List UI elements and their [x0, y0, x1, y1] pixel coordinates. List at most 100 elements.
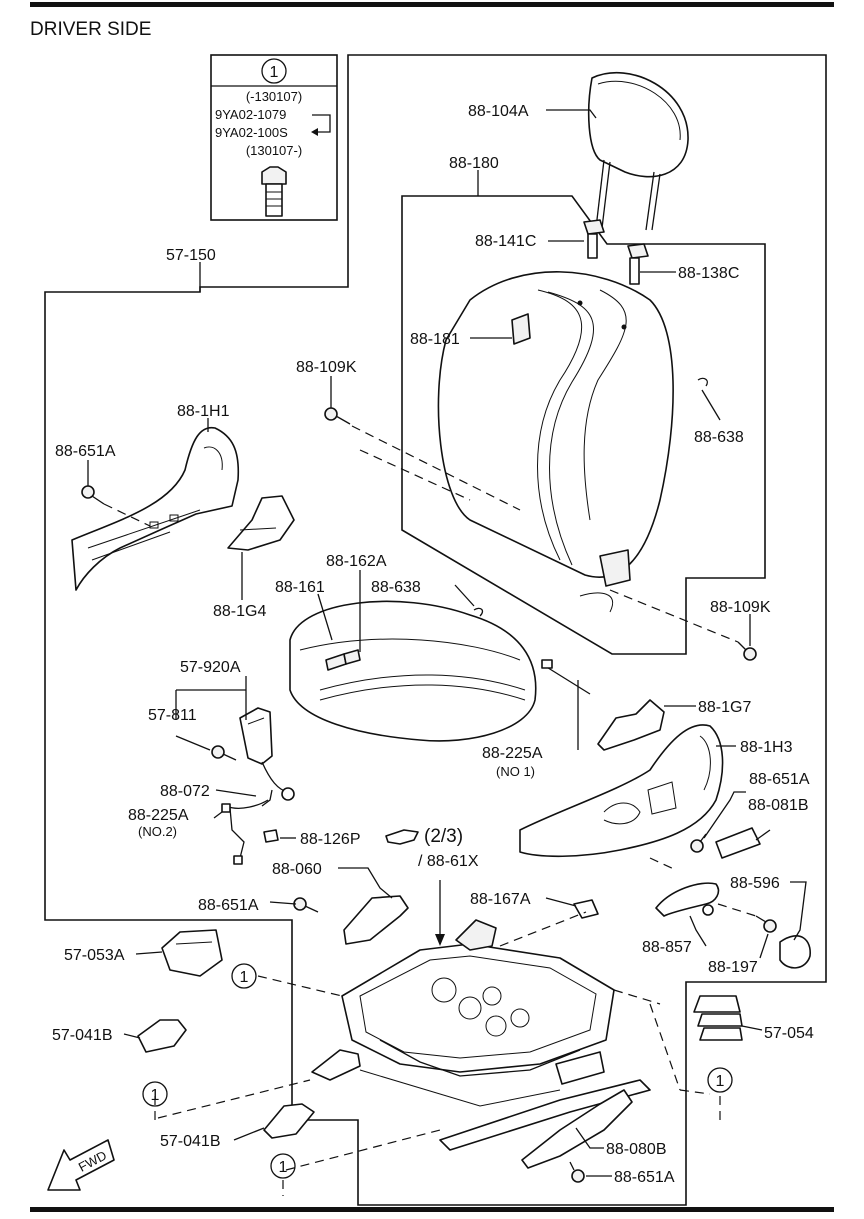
label-88-180: 88-180	[449, 155, 499, 172]
label-88-225a-2-note: (NO.2)	[138, 824, 177, 839]
seatback-outline	[401, 195, 766, 655]
label-88-126p: 88-126P	[300, 831, 361, 848]
label-88-162a: 88-162A	[326, 553, 387, 570]
inset-line-3: 9YA02-100S	[215, 125, 288, 140]
label-88-181: 88-181	[410, 331, 460, 348]
label-88-61x: / 88-61X	[418, 853, 479, 870]
ref-circle-icon	[261, 58, 287, 84]
assembly-outline	[44, 54, 827, 1206]
top-rule	[30, 2, 834, 7]
bolt-197-icon	[755, 915, 777, 933]
label-88-1g7: 88-1G7	[698, 699, 751, 716]
side-shield-left-part	[71, 426, 240, 591]
cover-060-part	[343, 895, 409, 945]
fwd-arrow-icon: FWD	[47, 1139, 115, 1191]
label-57-811: 57-811	[148, 707, 197, 724]
clip-126p-icon	[263, 829, 279, 843]
label-57-920a: 57-920A	[180, 659, 241, 676]
ref-circle-1-c: 1	[270, 1153, 296, 1179]
leader-lines	[87, 109, 807, 1177]
label-88-138c: 88-138C	[678, 265, 739, 282]
clip-638-right-icon	[697, 377, 708, 387]
label-88-141c: 88-141C	[475, 233, 536, 250]
bracket-1g4-part	[227, 495, 295, 551]
label-88-651a-left: 88-651A	[55, 443, 116, 460]
ref-circle-1-b: 1	[142, 1081, 168, 1107]
label-88-072: 88-072	[160, 783, 210, 800]
cover-053a-part	[161, 929, 223, 977]
bolt-811-icon	[211, 745, 237, 761]
headrest-part	[587, 72, 689, 231]
bolt-651a-bot-icon	[569, 1161, 585, 1183]
bolt-109k-right-icon	[737, 641, 757, 661]
bolt-651a-right-icon	[690, 833, 707, 853]
inset-ref-number: 1	[270, 64, 279, 81]
seatbelt-buckle-part	[239, 707, 295, 807]
inset-line-1: (-130107)	[246, 89, 302, 104]
label-88-109k-right: 88-109K	[710, 599, 771, 616]
part-labels: 57-150 88-104A 88-180 88-141C 88-138C 88…	[52, 103, 814, 1186]
ref-circle-1-d: 1	[707, 1067, 733, 1093]
seat-rail-part	[311, 1049, 651, 1151]
cover-054-part	[693, 995, 743, 1041]
bracket-1g7-part	[597, 699, 665, 751]
headrest-guide-right-icon	[627, 243, 649, 285]
label-88-1h3: 88-1H3	[740, 739, 793, 756]
label-88-638-right: 88-638	[694, 429, 744, 446]
label-88-060: 88-060	[272, 861, 322, 878]
label-88-1h1: 88-1H1	[177, 403, 230, 420]
lever-857-part	[655, 882, 720, 917]
label-88-104a: 88-104A	[468, 103, 529, 120]
inset-line-2: 9YA02-1079	[215, 107, 286, 122]
svg-text:1: 1	[151, 1087, 160, 1104]
inset-bolt-box: 1 (-130107) 9YA02-1079 9YA02-100S (13010…	[210, 54, 338, 221]
page-ref-link[interactable]: (2/3)	[424, 826, 463, 847]
label-88-167a: 88-167A	[470, 891, 531, 908]
cover-041b-bot-part	[263, 1103, 315, 1139]
label-88-651a-mid: 88-651A	[198, 897, 259, 914]
cover-041b-top-part	[137, 1019, 187, 1053]
bolt-icon	[261, 166, 287, 217]
bolt-651a-left-icon	[81, 485, 105, 505]
label-88-596: 88-596	[730, 875, 780, 892]
label-88-651a-bot: 88-651A	[614, 1169, 675, 1186]
label-88-080b: 88-080B	[606, 1141, 667, 1158]
label-57-053a: 57-053A	[64, 947, 125, 964]
bolt-109k-top-icon	[324, 407, 351, 425]
page-title: DRIVER SIDE	[30, 19, 151, 40]
side-shield-right-part	[519, 724, 724, 858]
bolt-651a-mid-icon	[293, 897, 319, 913]
pointing-hand-icon	[385, 829, 419, 845]
label-57-041b-bot: 57-041B	[160, 1133, 221, 1150]
label-88-081b: 88-081B	[748, 797, 809, 814]
wire-harness-part	[221, 659, 591, 865]
label-88-225a-1: 88-225A	[482, 745, 543, 762]
label-88-857: 88-857	[642, 939, 692, 956]
label-88-651a-right: 88-651A	[749, 771, 810, 788]
bottom-rule	[30, 1207, 834, 1212]
cover-596-part	[779, 935, 811, 969]
inset-line-4: (130107-)	[246, 143, 302, 158]
label-88-1g4: 88-1G4	[213, 603, 266, 620]
bracket-167a-part	[573, 899, 599, 919]
seat-frame-part	[341, 919, 615, 1077]
label-57-150: 57-150	[166, 247, 216, 264]
knob-081b-part	[715, 827, 761, 859]
seat-cushion	[289, 600, 537, 742]
ref-circle-1-a: 1	[231, 963, 257, 989]
svg-text:1: 1	[240, 969, 249, 986]
label-88-109k-top: 88-109K	[296, 359, 357, 376]
seatback-cushion	[437, 271, 674, 613]
label-57-041b-top: 57-041B	[52, 1027, 113, 1044]
headrest-guide-left-icon	[583, 219, 605, 259]
label-88-225a-2: 88-225A	[128, 807, 189, 824]
label-88-161: 88-161	[275, 579, 325, 596]
clip-638-mid-icon	[473, 607, 484, 617]
label-88-197: 88-197	[708, 959, 758, 976]
svg-text:1: 1	[716, 1073, 725, 1090]
label-57-054: 57-054	[764, 1025, 814, 1042]
label-88-225a-1-note: (NO 1)	[496, 764, 535, 779]
svg-text:1: 1	[279, 1159, 288, 1176]
dashed-relation-lines	[103, 425, 757, 1196]
